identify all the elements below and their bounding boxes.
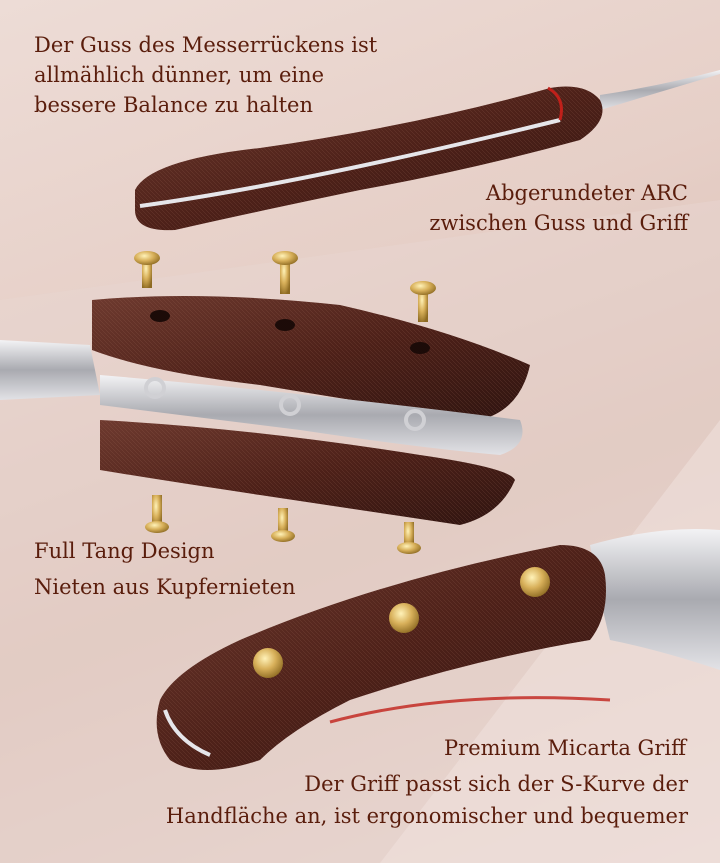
blade-left bbox=[0, 340, 100, 400]
top-handle bbox=[135, 70, 720, 231]
caption-line: Handfläche an, ist ergonomischer und beq… bbox=[165, 804, 688, 828]
caption-spine-casting: Der Guss des Messerrückens ist allmählic… bbox=[34, 30, 377, 120]
caption-line: zwischen Guss und Griff bbox=[429, 211, 688, 235]
caption-premium: Premium Micarta Griff bbox=[444, 736, 686, 760]
caption-full-tang: Full Tang Design bbox=[34, 539, 215, 563]
caption-line: Der Griff passt sich der S-Kurve der bbox=[304, 772, 688, 796]
rivets-top bbox=[134, 251, 436, 322]
full-tang bbox=[100, 375, 523, 455]
caption-arc: Abgerundeter ARC zwischen Guss und Griff bbox=[429, 178, 688, 238]
bottom-handle bbox=[156, 529, 720, 770]
caption-line: allmählich dünner, um eine bbox=[34, 63, 325, 87]
caption-s-curve: Der Griff passt sich der S-Kurve der Han… bbox=[166, 768, 688, 832]
caption-line: Abgerundeter ARC bbox=[485, 181, 688, 205]
caption-rivets: Nieten aus Kupfernieten bbox=[34, 575, 296, 599]
caption-line: bessere Balance zu halten bbox=[34, 93, 313, 117]
lower-scale bbox=[100, 420, 515, 525]
upper-scale bbox=[92, 296, 530, 420]
caption-line: Der Guss des Messerrückens ist bbox=[34, 33, 378, 57]
rivets-bottom bbox=[145, 495, 421, 554]
